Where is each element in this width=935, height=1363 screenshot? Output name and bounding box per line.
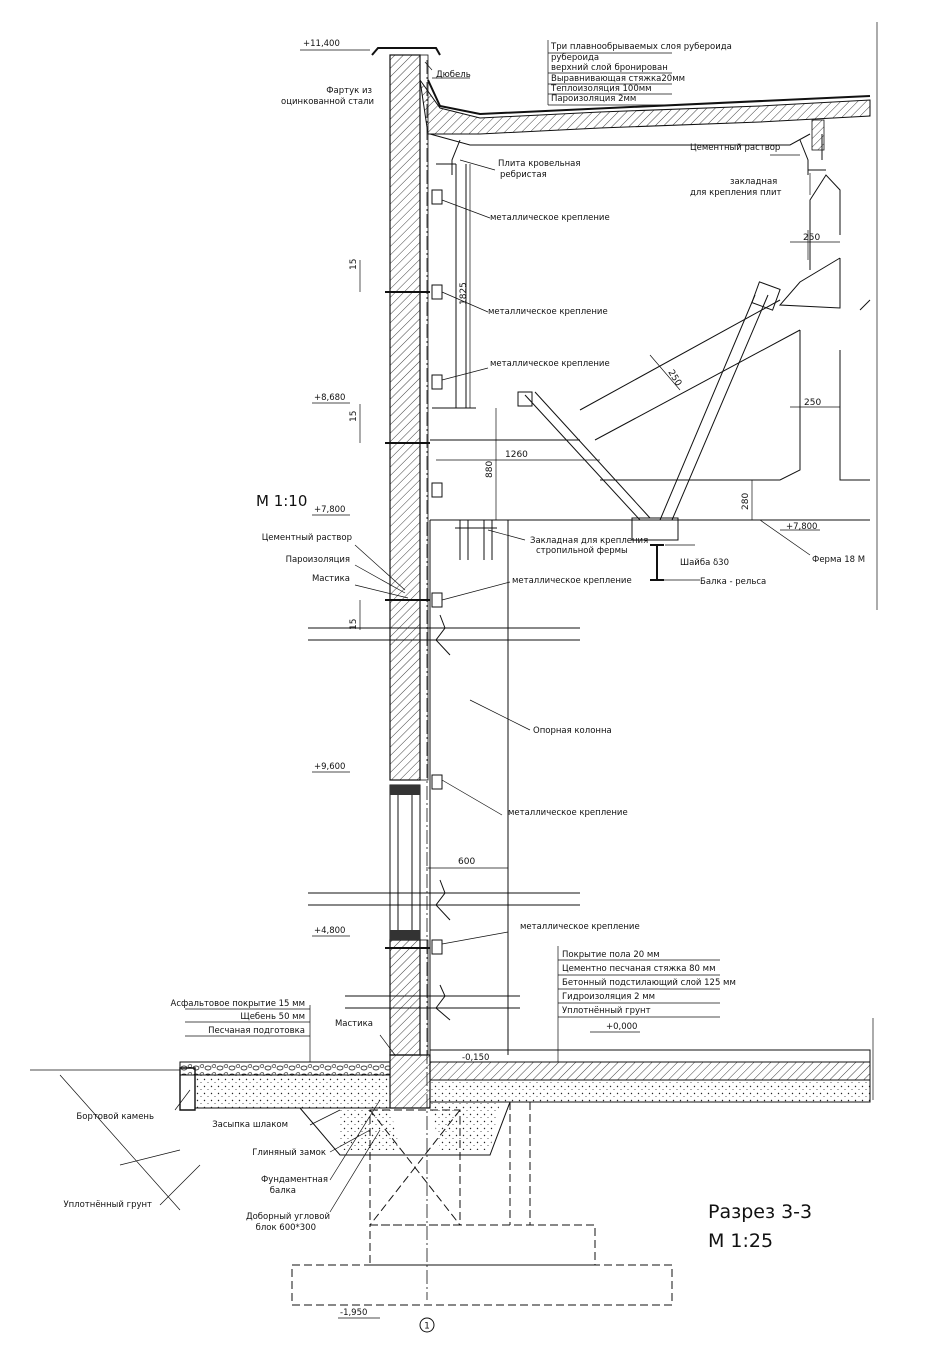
floor-layer-4: Гидроизоляция 2 мм — [562, 992, 655, 1002]
label-block-1: Доборный угловой — [246, 1212, 330, 1222]
label-clay: Глиняный замок — [252, 1148, 326, 1158]
label-mastic: Мастика — [312, 574, 350, 584]
roof-layer-table — [547, 40, 672, 106]
label-cement-left: Цементный раствор — [262, 533, 352, 543]
dim-250-b: 250 — [804, 398, 821, 408]
leader-lines — [159, 61, 811, 1213]
label-truss-embed-1: Закладная для крепления — [530, 536, 648, 546]
roof-assembly — [419, 79, 871, 175]
level-marks — [300, 49, 820, 1319]
label-apron-1: Фартук из — [326, 86, 372, 96]
label-embed-2: для крепления плит — [690, 188, 782, 198]
level-8: -0,150 — [462, 1053, 489, 1063]
level-1: +11,400 — [303, 39, 340, 49]
roof-layer-4: Теплоизоляция 100мм — [550, 84, 652, 94]
level-9: -1,950 — [340, 1308, 367, 1318]
level-3: +7,800 — [314, 505, 345, 515]
label-metal-3: металлическое крепление — [490, 359, 610, 369]
label-vapor: Пароизоляция — [286, 555, 350, 565]
label-roof-slab-1: Плита кровельная — [498, 159, 581, 169]
dim-15-b: 15 — [349, 411, 359, 422]
section-scale: М 1:25 — [708, 1230, 773, 1252]
label-dowel: Дюбель — [436, 70, 471, 80]
floor-layer-5: Уплотнённый грунт — [562, 1006, 651, 1016]
dim-15-a: 15 — [349, 259, 359, 270]
label-found-beam-2: балка — [270, 1186, 296, 1196]
roof-layer-5: Пароизоляция 2мм — [551, 94, 636, 104]
foundation — [30, 1049, 871, 1306]
label-truss: Ферма 18 М — [812, 555, 865, 565]
dimension-lines — [359, 164, 840, 869]
label-washer: Шайба δ30 — [680, 558, 729, 568]
label-mastic-bottom: Мастика — [335, 1019, 373, 1029]
floor-layer-2: Цементно песчаная стяжка 80 мм — [562, 964, 716, 974]
label-rail-beam: Балка - рельса — [700, 577, 766, 587]
dim-250-a: 250 — [803, 233, 820, 243]
level-5: +9,600 — [314, 762, 345, 772]
axis-marker — [419, 1317, 435, 1333]
label-roof-slab-2: ребристая — [500, 170, 547, 180]
roof-layer-2: верхний слой бронирован — [551, 63, 668, 73]
truss-assembly — [430, 174, 871, 581]
label-metal-5: металлическое крепление — [508, 808, 628, 818]
label-column: Опорная колонна — [533, 726, 612, 736]
roof-layer-1: Три плавнообрываемых слоя рубероида — [550, 42, 732, 52]
label-block-2: блок 600*300 — [256, 1223, 316, 1233]
exterior-wall — [371, 47, 441, 1056]
label-metal-6: металлическое крепление — [520, 922, 640, 932]
pavement-layer-3: Песчаная подготовка — [208, 1026, 305, 1036]
label-embed-1: закладная — [730, 177, 777, 187]
pavement-layer-2: Щебень 50 мм — [240, 1012, 305, 1022]
floor-layer-3: Бетонный подстилающий слой 125 мм — [562, 978, 736, 988]
label-soil: Уплотнённый грунт — [63, 1200, 152, 1210]
dim-1825: 1825 — [459, 282, 469, 305]
detail-scale: М 1:10 — [256, 492, 307, 510]
level-2: +8,680 — [314, 393, 345, 403]
dim-600: 600 — [458, 857, 475, 867]
label-metal-2: металлическое крепление — [488, 307, 608, 317]
support-column — [429, 520, 509, 1055]
label-found-beam-1: Фундаментная — [261, 1175, 328, 1185]
roof-layer-1b: рубероида — [551, 53, 599, 63]
wall-fasteners — [431, 163, 476, 955]
section-title: Разрез 3-3 — [708, 1201, 812, 1223]
label-metal-1: металлическое крепление — [490, 213, 610, 223]
pavement-layer-table — [185, 1005, 311, 1062]
label-curb: Бортовой камень — [76, 1112, 154, 1122]
label-apron-2: оцинкованной стали — [281, 97, 374, 107]
dim-250-c: 250 — [665, 368, 683, 388]
floor-layer-table — [557, 946, 720, 1062]
label-slag: Засыпка шлаком — [212, 1120, 288, 1130]
level-6: +4,800 — [314, 926, 345, 936]
level-7: +0,000 — [606, 1022, 637, 1032]
axis-label: 1 — [424, 1322, 430, 1332]
dim-880: 880 — [485, 461, 495, 478]
floor-layer-1: Покрытие пола 20 мм — [562, 950, 660, 960]
label-metal-4: металлическое крепление — [512, 576, 632, 586]
roof-layer-3: Выравнивающая стяжка20мм — [551, 74, 685, 84]
dim-1260: 1260 — [505, 450, 528, 460]
label-truss-embed-2: стропильной фермы — [536, 546, 628, 556]
dim-280: 280 — [741, 493, 751, 510]
dim-15-c: 15 — [349, 619, 359, 630]
label-cement-top: Цементный раствор — [690, 143, 780, 153]
break-lines — [308, 614, 580, 1021]
pavement-layer-1: Асфальтовое покрытие 15 мм — [171, 999, 305, 1009]
level-4: +7,800 — [786, 522, 817, 532]
